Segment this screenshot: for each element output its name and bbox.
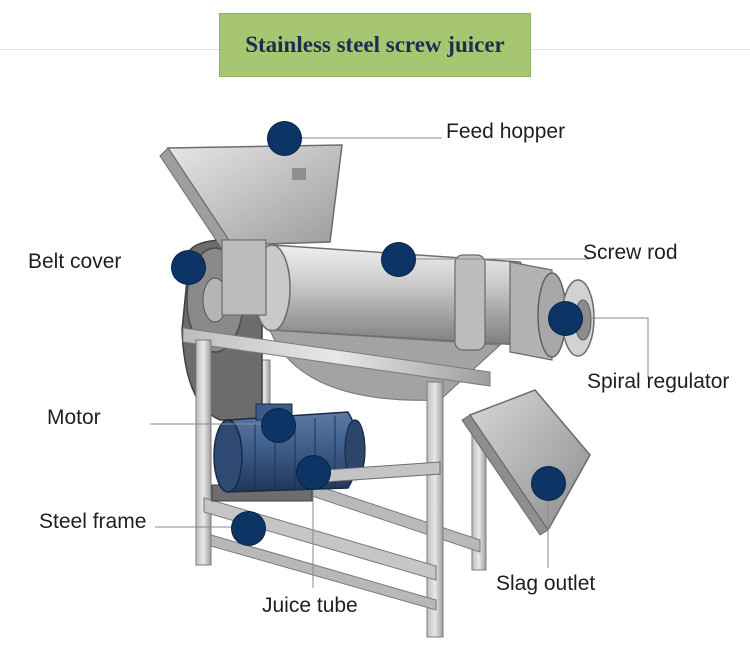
motor-marker	[262, 409, 295, 442]
spiral-regulator-marker	[549, 302, 582, 335]
feed-hopper-label: Feed hopper	[446, 120, 566, 143]
title-banner: Stainless steel screw juicer	[219, 13, 531, 77]
diagram-title: Stainless steel screw juicer	[245, 32, 505, 57]
motor-label: Motor	[47, 406, 101, 429]
slag-outlet-label: Slag outlet	[496, 572, 596, 595]
spiral-regulator-label: Spiral regulator	[587, 370, 730, 393]
steel-frame-front	[182, 327, 491, 638]
juice-tube-marker	[297, 456, 330, 489]
screw-rod-label: Screw rod	[583, 241, 678, 264]
screw-rod-marker	[382, 243, 415, 276]
feed-hopper-part	[159, 144, 343, 316]
belt-cover-label: Belt cover	[28, 250, 122, 273]
feed-hopper-marker	[268, 122, 301, 155]
juice-tube-label: Juice tube	[262, 594, 358, 617]
steel-frame-marker	[232, 512, 265, 545]
belt-cover-marker	[172, 251, 205, 284]
steel-frame-label: Steel frame	[39, 510, 147, 533]
slag-outlet-marker	[532, 467, 565, 500]
